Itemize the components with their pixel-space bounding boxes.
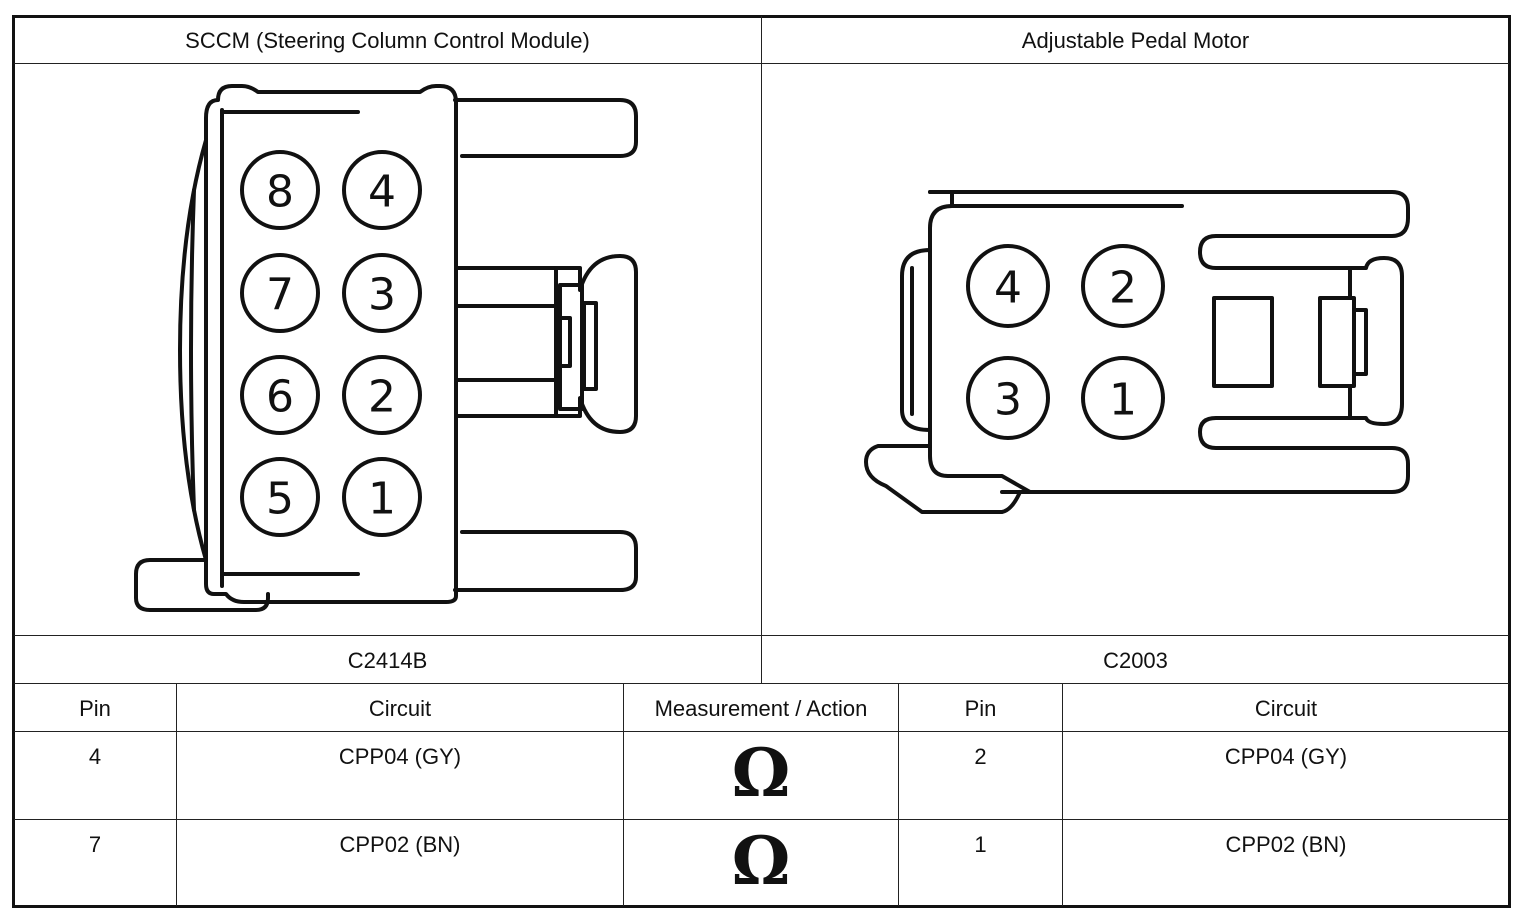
divider-header — [14, 63, 1509, 64]
sccm-pin-label: 5 — [266, 474, 294, 525]
row1-circuit-b: CPP04 (GY) — [1224, 744, 1348, 769]
column-header-measurement: Measurement / Action — [654, 696, 868, 721]
divider-row-1 — [14, 819, 1509, 820]
row1-pin-a: 4 — [88, 744, 102, 769]
pedal-motor-pin-label: 1 — [1109, 375, 1137, 426]
sccm-pin-label: 2 — [368, 372, 396, 423]
divider-col-4 — [1062, 684, 1063, 906]
divider-top-center — [761, 16, 762, 684]
sccm-pin-2 — [342, 355, 422, 435]
sccm-pin-label: 8 — [266, 167, 294, 218]
sccm-pin-8 — [240, 150, 320, 230]
right-connector-id: C2003 — [1103, 648, 1168, 673]
row2-ohm-symbol: Ω — [731, 822, 791, 900]
column-header-circuit-b: Circuit — [1254, 696, 1318, 721]
sccm-pin-6 — [240, 355, 320, 435]
column-header-circuit-a: Circuit — [368, 696, 432, 721]
row1-pin-b: 2 — [974, 744, 987, 769]
sccm-pin-1 — [342, 457, 422, 537]
sccm-pin-grid: 8 4 7 3 6 2 5 1 — [240, 150, 422, 537]
sccm-pin-label: 4 — [368, 167, 396, 218]
divider-diagram-bottom — [14, 635, 1509, 636]
left-component-title: SCCM (Steering Column Control Module) — [185, 28, 590, 53]
sccm-pin-label: 6 — [266, 372, 294, 423]
row2-pin-b: 1 — [974, 832, 987, 857]
divider-connector-ids — [14, 683, 1509, 684]
column-header-pin-a: Pin — [79, 696, 111, 721]
divider-col-1 — [176, 684, 177, 906]
sccm-pin-label: 7 — [266, 270, 294, 321]
pedal-motor-connector-diagram: 4 2 3 1 — [864, 190, 1410, 514]
sccm-pin-4 — [342, 150, 422, 230]
row1-ohm-symbol: Ω — [731, 734, 791, 812]
pedal-motor-pin-label: 3 — [994, 375, 1022, 426]
sccm-pin-7 — [240, 253, 320, 333]
divider-col-3 — [898, 684, 899, 906]
right-component-title: Adjustable Pedal Motor — [1021, 28, 1250, 53]
sccm-pin-label: 3 — [368, 270, 396, 321]
row2-circuit-b: CPP02 (BN) — [1225, 832, 1347, 857]
row2-circuit-a: CPP02 (BN) — [339, 832, 461, 857]
pedal-motor-pin-3 — [966, 356, 1050, 440]
pedal-motor-pin-4 — [966, 244, 1050, 328]
pedal-motor-pin-2 — [1081, 244, 1165, 328]
pedal-motor-pin-grid: 4 2 3 1 — [966, 244, 1165, 440]
row1-circuit-a: CPP04 (GY) — [338, 744, 462, 769]
sccm-pin-5 — [240, 457, 320, 537]
row2-pin-a: 7 — [88, 832, 102, 857]
pedal-motor-pin-label: 2 — [1109, 263, 1137, 314]
divider-column-headers — [14, 731, 1509, 732]
column-header-pin-b: Pin — [964, 696, 997, 721]
sccm-pin-label: 1 — [368, 474, 396, 525]
sccm-pin-3 — [342, 253, 422, 333]
pedal-motor-pin-label: 4 — [994, 263, 1022, 314]
left-connector-id: C2414B — [347, 648, 428, 673]
pedal-motor-pin-1 — [1081, 356, 1165, 440]
sccm-connector-diagram: 8 4 7 3 6 2 5 1 — [134, 84, 638, 612]
divider-col-2 — [623, 684, 624, 906]
